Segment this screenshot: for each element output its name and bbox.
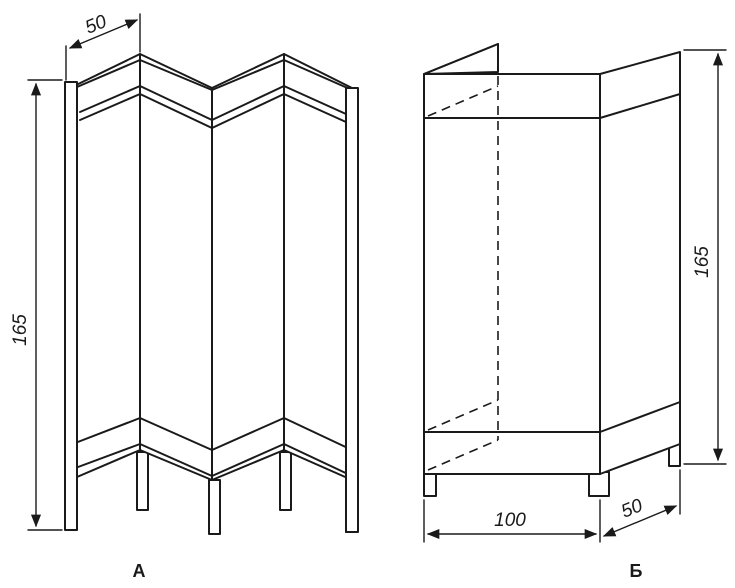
corner-leg-front-left [423,471,437,497]
corner-leg-front-right [588,471,610,497]
dimension-b-depth-label: 50 [618,495,646,523]
figure-b-label: Б [630,561,643,581]
dimension-b-width-label: 100 [494,510,526,531]
screen-panel-4 [283,59,353,481]
screen-left-post [64,81,78,531]
folding-screen-drawing [64,53,359,535]
dimension-a-depth-label: 50 [82,11,110,39]
corner-front-panel [423,73,601,475]
screen-panel-1 [69,59,141,481]
dimension-b-height-label: 165 [692,246,713,278]
dimension-a-height-label: 165 [10,314,31,346]
corner-screen-drawing [423,43,681,497]
figure-a-label: А [133,561,146,581]
screen-right-post [345,87,359,533]
dimension-b-height: 165 [683,49,727,465]
dimension-b-width: 100 [423,499,601,543]
dimension-a-height: 165 [10,79,63,531]
dimension-b-depth: 50 [602,469,681,537]
